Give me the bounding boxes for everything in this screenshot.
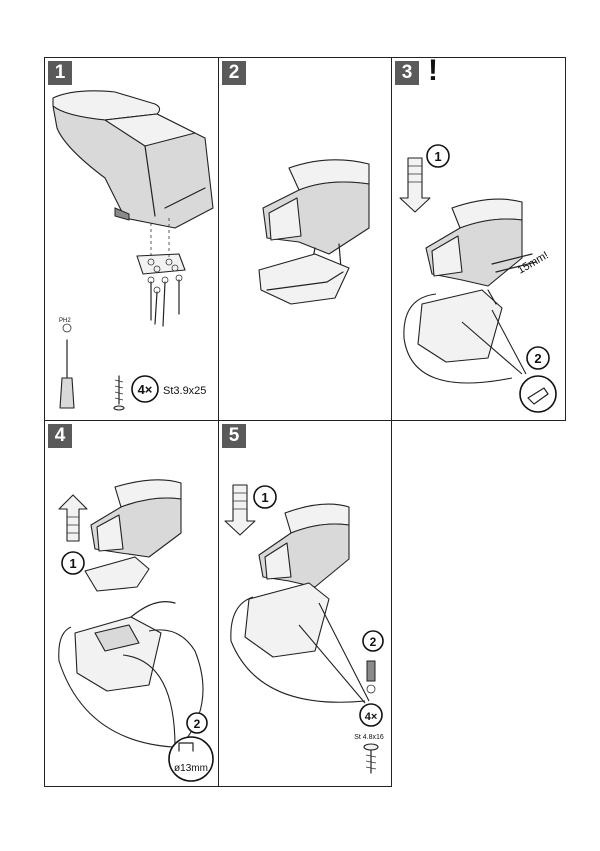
callout-1 [61, 551, 85, 575]
step-3-illustration: 1 15mm! 2 [399, 144, 557, 413]
screw-quantity: 4× [138, 382, 153, 397]
quantity-circle [359, 703, 383, 727]
armrest-base [258, 253, 350, 305]
mounting-plate [84, 556, 150, 592]
screw-spec: St 4.8x16 [354, 734, 384, 741]
svg-text:1: 1 [261, 490, 268, 505]
step-2-illustration [258, 159, 370, 305]
callout-2 [362, 630, 384, 652]
warning-mark: ! [428, 57, 438, 87]
step-3-panel: 3 ! 1 15mm! 2 [391, 57, 566, 421]
step-number-badge: 1 [48, 61, 72, 85]
push-down-arrow [399, 157, 431, 213]
step-number-badge: 3 [395, 61, 419, 85]
callout-2 [186, 712, 208, 734]
quantity-circle [131, 375, 159, 403]
screw-spec: St3.9x25 [163, 385, 206, 397]
screwdriver-icon [59, 323, 75, 409]
step-5-illustration: 1 2 4× St 4.8x16 [224, 484, 384, 774]
step-number-badge: 2 [222, 61, 246, 85]
screw-quantity: 4× [365, 711, 378, 723]
step-2-panel: 2 [218, 57, 392, 421]
svg-text:1: 1 [434, 149, 441, 164]
step-4-illustration: 1 2 ø13mm [58, 479, 214, 782]
push-down-arrow [224, 484, 256, 536]
svg-text:2: 2 [370, 635, 377, 649]
step-number-badge: 4 [48, 424, 72, 448]
svg-text:1: 1 [69, 556, 76, 571]
screw-icon [363, 743, 379, 774]
armrest-base [244, 582, 330, 658]
lift-up-arrow [58, 494, 88, 542]
hole-size-label: ø13mm [174, 763, 208, 774]
step-4-panel: 4 1 2 ø13mm [44, 420, 219, 787]
armrest-top-panel [104, 113, 196, 147]
svg-text:2: 2 [534, 351, 541, 366]
step-1-panel: 1 PH2 [44, 57, 219, 421]
screwdriver-bit-icon [366, 660, 376, 694]
step-number-badge: 5 [222, 424, 246, 448]
callout-1 [253, 485, 277, 509]
screws-group [147, 274, 183, 327]
drill-hole-icon [168, 736, 214, 782]
step-1-illustration: PH2 4× St3.9x25 [52, 90, 214, 411]
callout-1 [426, 144, 450, 168]
callout-2 [526, 346, 550, 370]
step-5-panel: 5 1 2 4× St 4.8x16 [218, 420, 392, 787]
svg-text:2: 2 [194, 717, 201, 731]
mounting-plate [136, 253, 186, 275]
armrest-base [417, 289, 503, 363]
screwdriver-label: PH2 [59, 318, 71, 324]
clip-tool-icon [519, 375, 557, 413]
screw-icon [113, 375, 125, 411]
